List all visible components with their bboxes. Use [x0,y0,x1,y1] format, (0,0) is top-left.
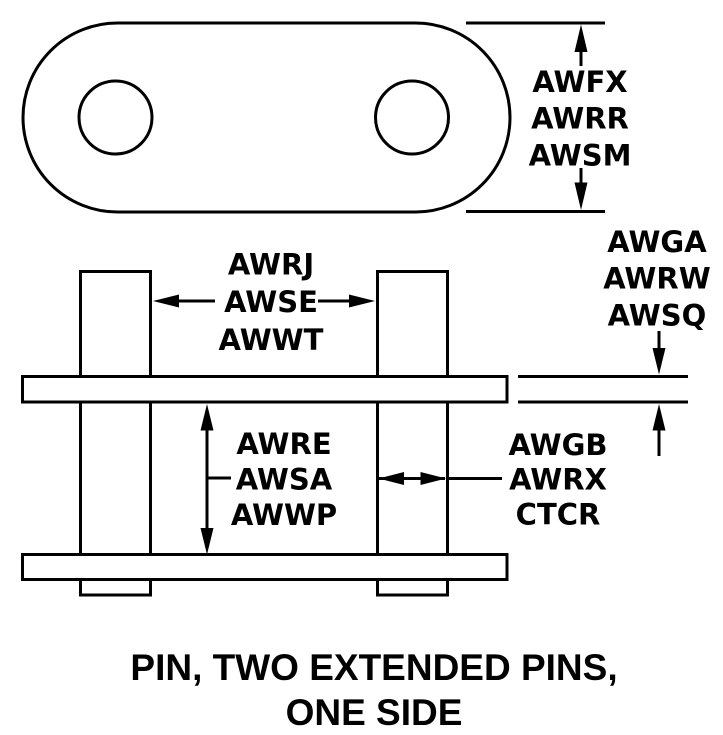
dim-label-awwt: AWWT [219,323,324,357]
caption-line-2: ONE SIDE [286,692,463,733]
dim-label-awsa: AWSA [236,463,333,497]
dim-label-awga: AWGA [607,225,707,259]
side-view: AWRJ AWSE AWWT AWGA AWRW AWSQ [21,225,711,597]
dimension-plate-thickness: AWGA AWRW AWSQ [518,225,711,456]
top-view: AWFX AWRR AWSM [21,21,632,214]
arrow-up-icon [574,24,588,52]
arrow-down-icon [200,528,214,555]
arrow-right-icon [349,294,375,308]
dimension-pin-spacing: AWRJ AWSE AWWT [153,248,375,357]
link-plate-upper [21,375,509,404]
dim-label-awwp: AWWP [231,498,337,532]
link-plate-outline [21,21,512,214]
dim-label-awrr: AWRR [531,102,629,136]
dim-label-awsm: AWSM [529,138,632,172]
figure-caption: PIN, TWO EXTENDED PINS, ONE SIDE [130,647,617,733]
arrow-up-icon [652,404,666,431]
arrow-left-icon [378,472,404,485]
dimension-plate-separation: AWRE AWSA AWWP [200,404,337,555]
caption-line-1: PIN, TWO EXTENDED PINS, [130,647,617,688]
arrow-right-icon [420,472,446,485]
dim-label-ctcr: CTCR [516,498,601,532]
dim-label-awse: AWSE [224,285,318,319]
pin-hole-left [77,79,154,156]
dim-label-awrj: AWRJ [228,248,314,282]
pin-hole-right [374,79,450,156]
dim-label-awgb: AWGB [508,428,607,462]
dim-label-awre: AWRE [236,427,331,461]
arrow-down-icon [574,182,588,210]
dimension-pin-width: AWGB AWRX CTCR [378,428,608,532]
dimension-plate-height: AWFX AWRR AWSM [466,21,632,213]
extended-pin-right [376,270,449,597]
dim-label-awrx: AWRX [509,463,607,497]
dim-label-awsq: AWSQ [608,298,707,332]
extended-pin-left [79,270,152,597]
dim-label-awrw: AWRW [603,262,710,296]
link-plate-lower [21,553,509,581]
arrow-down-icon [652,348,666,375]
arrow-left-icon [153,294,179,308]
arrow-up-icon [200,404,214,431]
dim-label-awfx: AWFX [532,65,627,99]
